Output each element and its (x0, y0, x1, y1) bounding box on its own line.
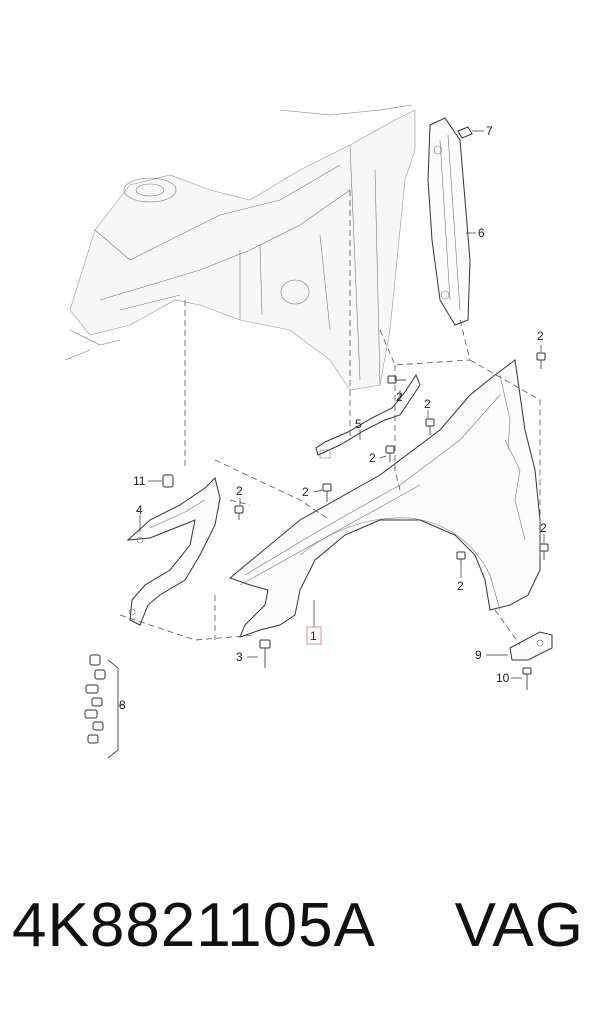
bolts-part-2 (234, 352, 549, 566)
bolt-part-3 (259, 639, 271, 668)
bolt-part-10 (522, 667, 532, 690)
callout-8: 8 (119, 698, 126, 712)
assembly-lines (119, 190, 541, 646)
callout-2: 2 (236, 484, 243, 498)
seal-strip-part-6 (427, 117, 471, 326)
bolt-part-7 (457, 126, 484, 139)
callout-11: 11 (133, 474, 146, 488)
callout-1: 1 (310, 629, 317, 643)
brand-text: VAG (454, 891, 584, 960)
part-number-text: 4K8821105A (12, 891, 376, 960)
callout-labels: 1 2 2 2 2 2 2 2 2 3 4 5 6 7 8 9 10 11 (119, 124, 547, 712)
callout-10: 10 (496, 671, 510, 685)
callout-2: 2 (424, 397, 431, 411)
bracket-part-4 (126, 477, 221, 626)
callout-6: 6 (478, 226, 485, 240)
footer: 4K8821105A VAG (0, 890, 600, 990)
callout-4: 4 (136, 503, 143, 517)
callout-3: 3 (236, 650, 243, 664)
fastener-set-part-8 (84, 654, 124, 759)
bracket-part-9 (509, 631, 553, 661)
callout-leaders (139, 232, 545, 679)
bracket-part-5 (315, 373, 421, 459)
highlight-box-part-1 (306, 626, 322, 645)
callout-2: 2 (369, 451, 376, 465)
callout-7: 7 (486, 124, 493, 138)
front-body-structure (64, 104, 416, 391)
callout-2: 2 (537, 329, 544, 343)
clip-part-11 (162, 474, 174, 488)
callout-2: 2 (540, 521, 547, 535)
fender-part-1[interactable] (228, 359, 541, 638)
callout-2: 2 (302, 485, 309, 499)
callout-2: 2 (457, 579, 464, 593)
callout-2: 2 (396, 390, 403, 404)
exploded-parts-diagram: 1 2 2 2 2 2 2 2 2 3 4 5 6 7 8 9 10 11 (64, 104, 553, 759)
callout-5: 5 (355, 417, 362, 431)
callout-9: 9 (475, 648, 482, 662)
